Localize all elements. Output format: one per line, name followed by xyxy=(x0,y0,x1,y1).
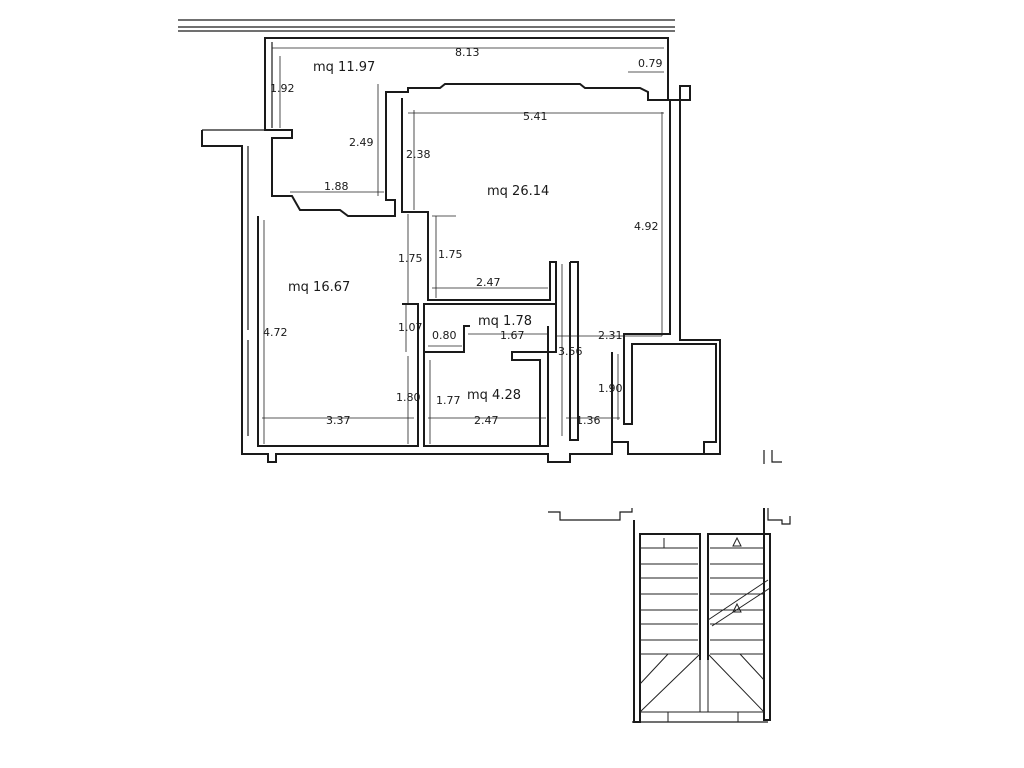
dimension-label: 3.37 xyxy=(326,414,351,427)
dimension-label: 1.90 xyxy=(598,382,623,395)
dimension-label: 1.88 xyxy=(324,180,349,193)
room-area-label: mq 26.14 xyxy=(487,184,549,199)
dimension-label: 1.92 xyxy=(270,82,295,95)
dimension-label: 1.67 xyxy=(500,329,525,342)
dimension-label: 2.31 xyxy=(598,329,623,342)
dimension-label: 2.47 xyxy=(474,414,499,427)
dimension-label: 1.75 xyxy=(438,248,463,261)
dimension-label: 5.41 xyxy=(523,110,548,123)
dimension-label: 2.49 xyxy=(349,136,374,149)
dimension-label: 0.80 xyxy=(432,329,457,342)
stairwell xyxy=(548,508,791,723)
room-area-label: mq 4.28 xyxy=(467,388,521,403)
dimension-label: 0.79 xyxy=(638,57,663,70)
dimension-label: 4.72 xyxy=(263,326,288,339)
dimension-label: 1.75 xyxy=(398,252,423,265)
dimension-label: 4.92 xyxy=(634,220,659,233)
interior-walls xyxy=(257,92,613,447)
dimension-label: 3.56 xyxy=(558,345,583,358)
dimension-label: 8.13 xyxy=(455,46,480,59)
dimension-label: 1.80 xyxy=(396,391,421,404)
room-area-label: mq 1.78 xyxy=(478,314,532,329)
top-boundary-lines xyxy=(178,19,675,32)
dimension-lines xyxy=(262,47,664,444)
dimension-label: 1.77 xyxy=(436,394,461,407)
room-area-label: mq 16.67 xyxy=(288,280,350,295)
dimension-label: 2.47 xyxy=(476,276,501,289)
room-area-label: mq 11.97 xyxy=(313,60,375,75)
dimension-label: 2.38 xyxy=(406,148,431,161)
dimension-label: 1.07 xyxy=(398,321,423,334)
dimension-label: 1.36 xyxy=(576,414,601,427)
